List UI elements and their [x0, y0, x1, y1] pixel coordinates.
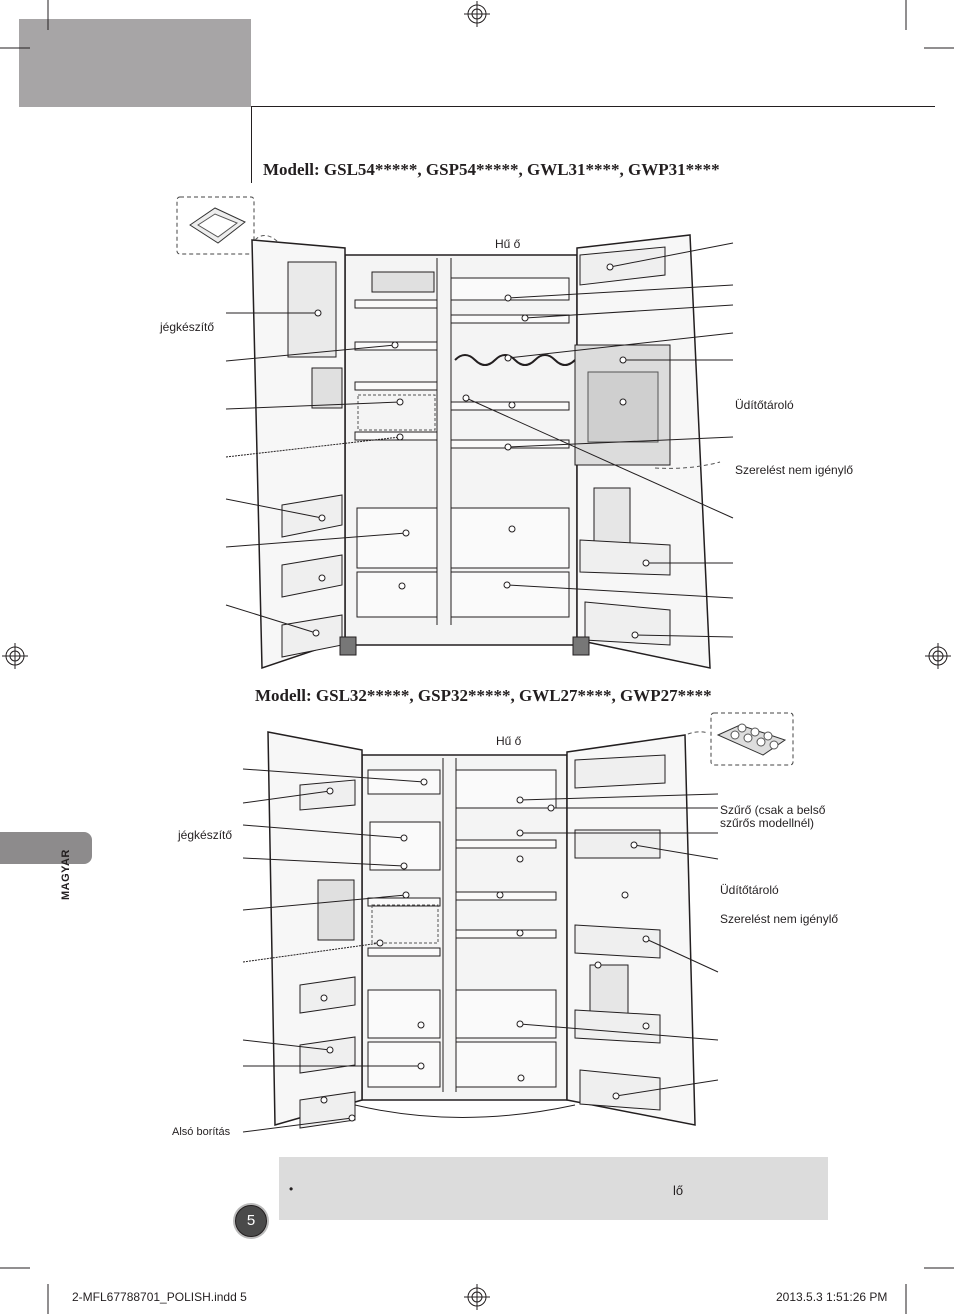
page-number-badge: 5 [235, 1205, 267, 1237]
registration-mark-bottom [464, 1284, 490, 1310]
model2-filter-label: Szűrő (csak a belső [720, 803, 826, 817]
model1-title: Modell: GSL54*****, GSP54*****, GWL31***… [263, 160, 720, 179]
section-header-block [19, 19, 251, 107]
note-box: • lő [279, 1157, 828, 1220]
model2-beverage-label: Üdítőtároló [720, 883, 779, 897]
model2-no-install-label: Szerelést nem igénylő [720, 912, 839, 926]
model1-beverage-label: Üdítőtároló [735, 398, 794, 412]
footer-file-name: 2-MFL67788701_POLISH.indd 5 [72, 1290, 247, 1304]
model2-filter-label-cont: szűrős modellnél) [720, 816, 815, 830]
model2-top-center-label: Hű ő [496, 734, 522, 748]
language-side-tab [0, 832, 92, 864]
note-bullet: • [289, 1182, 294, 1196]
model1-no-install-label: Szerelést nem igénylő [735, 463, 854, 477]
footer-timestamp: 2013.5.3 1:51:26 PM [776, 1290, 888, 1304]
registration-mark-right [925, 643, 951, 669]
registration-mark-top [464, 1, 490, 27]
language-tab-label: MAGYAR [60, 849, 72, 900]
header-vertical-rule [251, 107, 252, 183]
model2-title: Modell: GSL32*****, GSP32*****, GWL27***… [255, 686, 712, 705]
note-text: lő [673, 1183, 684, 1198]
model2-bottom-cover-label: Alsó borítás [172, 1126, 231, 1138]
model2-icemaker-label: jégkészítő [178, 828, 233, 842]
ice-tray-inset [176, 196, 255, 255]
registration-mark-left [2, 643, 28, 669]
egg-tray-inset [710, 712, 794, 766]
model1-icemaker-label: jégkészítő [160, 320, 215, 334]
header-rule [251, 106, 935, 107]
model1-top-center-label: Hű ő [495, 237, 521, 251]
